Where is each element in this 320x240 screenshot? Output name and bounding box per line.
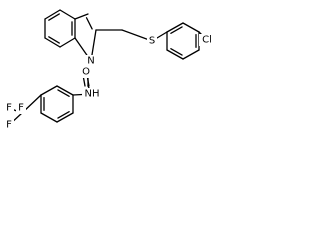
bond-a6-a1 bbox=[44, 9, 61, 20]
bond-p2-p3 bbox=[182, 22, 200, 33]
atom-label-f: F bbox=[18, 103, 24, 114]
atom-label-cl: Cl bbox=[202, 35, 212, 46]
atom-label-n: N bbox=[87, 56, 94, 67]
bond-lines bbox=[8, 9, 208, 126]
bond-r2-r3 bbox=[40, 85, 58, 96]
atom-label-s: S bbox=[149, 36, 155, 47]
bond-p1-p2 bbox=[166, 22, 184, 33]
atom-f-3: F bbox=[4, 119, 14, 131]
bond-a2-n3 bbox=[74, 13, 89, 20]
atom-label-nh: NH bbox=[85, 89, 100, 100]
bond-a4-a5 bbox=[44, 37, 61, 48]
atom-nh: NH bbox=[82, 88, 102, 100]
bond-r4-r5 bbox=[40, 112, 58, 123]
bond-p4-p5 bbox=[182, 49, 200, 60]
bond-double-n3-c2 bbox=[85, 17, 93, 30]
bond-r5-r6 bbox=[56, 112, 74, 123]
bond-r1-r2 bbox=[56, 85, 74, 96]
atom-o: O bbox=[81, 66, 91, 78]
atom-labels: N S Cl O NH F F F bbox=[4, 34, 215, 131]
chemical-structure: N S Cl O NH F F F bbox=[4, 9, 215, 131]
atom-label-o: O bbox=[82, 67, 90, 78]
bond-a1-a2 bbox=[59, 9, 76, 20]
bond-p5-p6 bbox=[166, 49, 184, 60]
atom-s: S bbox=[147, 35, 157, 47]
bond-double-r5-r6 bbox=[57, 111, 70, 119]
bond-double-a1-a6 bbox=[48, 13, 60, 21]
atom-n-ring: N bbox=[86, 55, 96, 67]
atom-label-f: F bbox=[6, 120, 12, 131]
bond-double-p1-p2 bbox=[170, 26, 183, 34]
atom-f-1: F bbox=[4, 102, 14, 114]
atom-f-2: F bbox=[16, 102, 26, 114]
bond-double-a4-a5 bbox=[48, 36, 60, 44]
bond-double-p5-p6 bbox=[170, 48, 183, 56]
atom-label-f: F bbox=[6, 103, 12, 114]
bond-double-r1-r2 bbox=[57, 89, 70, 97]
atom-cl: Cl bbox=[199, 34, 215, 46]
bond-a3-a4 bbox=[59, 37, 76, 48]
